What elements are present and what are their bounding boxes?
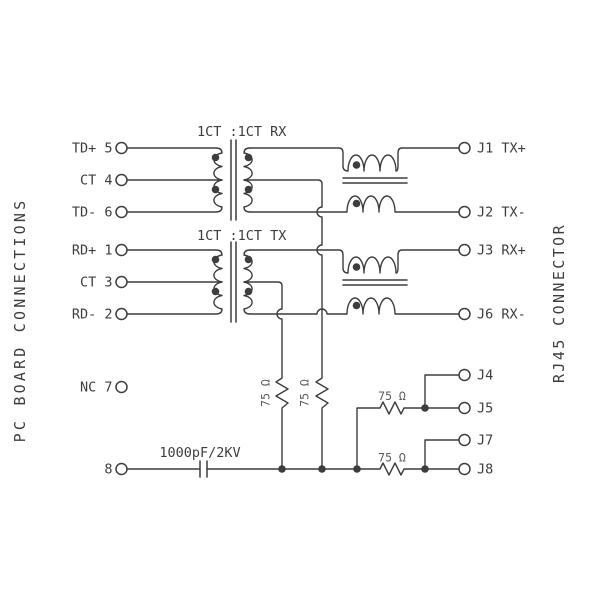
rx-bottom-wire-choke-j2 bbox=[249, 195, 460, 213]
tx-bottom-wire-choke-j6 bbox=[249, 297, 460, 315]
pin-j8 bbox=[458, 462, 471, 476]
pin-label-j5: J5 bbox=[477, 401, 493, 417]
resistor-value-label: 75 Ω bbox=[259, 379, 273, 407]
pin-label-8: 8 bbox=[104, 462, 112, 478]
resistor-value-label: 75 Ω bbox=[298, 379, 312, 407]
pin-rd-plus-1 bbox=[115, 243, 128, 257]
pin-j7 bbox=[458, 433, 471, 447]
pin-label-ct4: CT 4 bbox=[80, 173, 113, 189]
rx-transformer-label: 1CT :1CT RX bbox=[197, 124, 286, 140]
pin-j6 bbox=[458, 307, 471, 321]
pin-rd-minus-2 bbox=[115, 307, 128, 321]
tx-top-wire-choke-j3 bbox=[249, 249, 460, 274]
pin-ct-4 bbox=[115, 173, 128, 187]
junction-dot bbox=[421, 465, 429, 473]
pin-label-j1: J1 TX+ bbox=[477, 141, 526, 157]
pin-label-j3: J3 RX+ bbox=[477, 243, 526, 259]
polarity-dot bbox=[352, 263, 361, 271]
right-side-title: RJ45 CONNECTOR bbox=[550, 223, 568, 383]
rx-choke-core bbox=[342, 177, 408, 184]
termination-network: 75 Ω 75 Ω bbox=[243, 179, 329, 470]
pin-label-j6: J6 RX- bbox=[477, 307, 526, 323]
pin-label-j7: J7 bbox=[477, 433, 493, 449]
pin-label-td-minus: TD- 6 bbox=[72, 205, 113, 221]
pin-nc-7 bbox=[115, 380, 128, 394]
branch-j4 bbox=[424, 374, 460, 409]
tx-choke-core bbox=[342, 279, 408, 286]
pin-j1 bbox=[458, 141, 471, 155]
bottom-bus: 1000pF/2KV 75 Ω 75 Ω bbox=[126, 374, 460, 478]
pin-td-minus-6 bbox=[115, 205, 128, 219]
pin-label-ct3: CT 3 bbox=[80, 275, 113, 291]
pin-label-td-plus: TD+ 5 bbox=[72, 141, 113, 157]
pcb-pin-terminals: TD+ 5 CT 4 TD- 6 RD+ 1 CT 3 RD- 2 NC 7 8 bbox=[72, 141, 128, 478]
rx-transformer-core bbox=[230, 139, 237, 221]
rx-transformer: 1CT :1CT RX bbox=[126, 124, 286, 221]
bus-wire-resistor-j8 bbox=[206, 462, 460, 476]
tx-transformer: 1CT :1CT TX bbox=[126, 228, 286, 323]
tx-transformer-core bbox=[230, 241, 237, 323]
junction-dot bbox=[278, 465, 286, 473]
pin-label-nc: NC 7 bbox=[80, 380, 113, 396]
polarity-dot bbox=[211, 255, 220, 264]
junction-dot bbox=[421, 404, 429, 412]
pin-label-j2: J2 TX- bbox=[477, 205, 526, 221]
tx-ct-drop-resistor bbox=[243, 281, 289, 470]
pin-td-plus-5 bbox=[115, 141, 128, 155]
tx-transformer-label: 1CT :1CT TX bbox=[197, 228, 286, 244]
pin-j3 bbox=[458, 243, 471, 257]
left-side-title: PC BOARD CONNECTIONS bbox=[11, 198, 29, 443]
polarity-dot bbox=[352, 161, 361, 169]
tx-choke bbox=[249, 249, 460, 315]
rx-ct-drop-resistor bbox=[243, 179, 329, 470]
branch-resistor-j5 bbox=[356, 401, 460, 470]
pin-j2 bbox=[458, 205, 471, 219]
pin-label-j8: J8 bbox=[477, 462, 493, 478]
polarity-dot bbox=[244, 153, 253, 162]
polarity-dot bbox=[244, 255, 253, 264]
branch-j7 bbox=[424, 439, 460, 470]
polarity-dot bbox=[211, 287, 220, 296]
capacitor-value-label: 1000pF/2KV bbox=[159, 445, 240, 461]
resistor-value-label: 75 Ω bbox=[378, 451, 406, 465]
resistor-value-label: 75 Ω bbox=[378, 389, 406, 403]
pin-label-rd-minus: RD- 2 bbox=[72, 307, 113, 323]
polarity-dot bbox=[244, 185, 253, 194]
rx-choke bbox=[249, 147, 460, 213]
polarity-dot bbox=[244, 287, 253, 296]
pin-label-rd-plus: RD+ 1 bbox=[72, 243, 113, 259]
pin-ct-3 bbox=[115, 275, 128, 289]
pin-8 bbox=[115, 462, 128, 476]
pin-j5 bbox=[458, 401, 471, 415]
rx-top-wire-choke-j1 bbox=[249, 147, 460, 172]
polarity-dot bbox=[352, 199, 361, 208]
polarity-dot bbox=[211, 185, 220, 194]
junction-dot bbox=[318, 465, 326, 473]
polarity-dot bbox=[352, 301, 361, 310]
pin-j4 bbox=[458, 368, 471, 382]
rj45-pin-terminals: J1 TX+ J2 TX- J3 RX+ J6 RX- J4 J5 J7 J8 bbox=[458, 141, 526, 478]
polarity-dot bbox=[211, 153, 220, 162]
junction-dot bbox=[353, 465, 361, 473]
pin-label-j4: J4 bbox=[477, 368, 493, 384]
capacitor-plates bbox=[199, 460, 208, 478]
